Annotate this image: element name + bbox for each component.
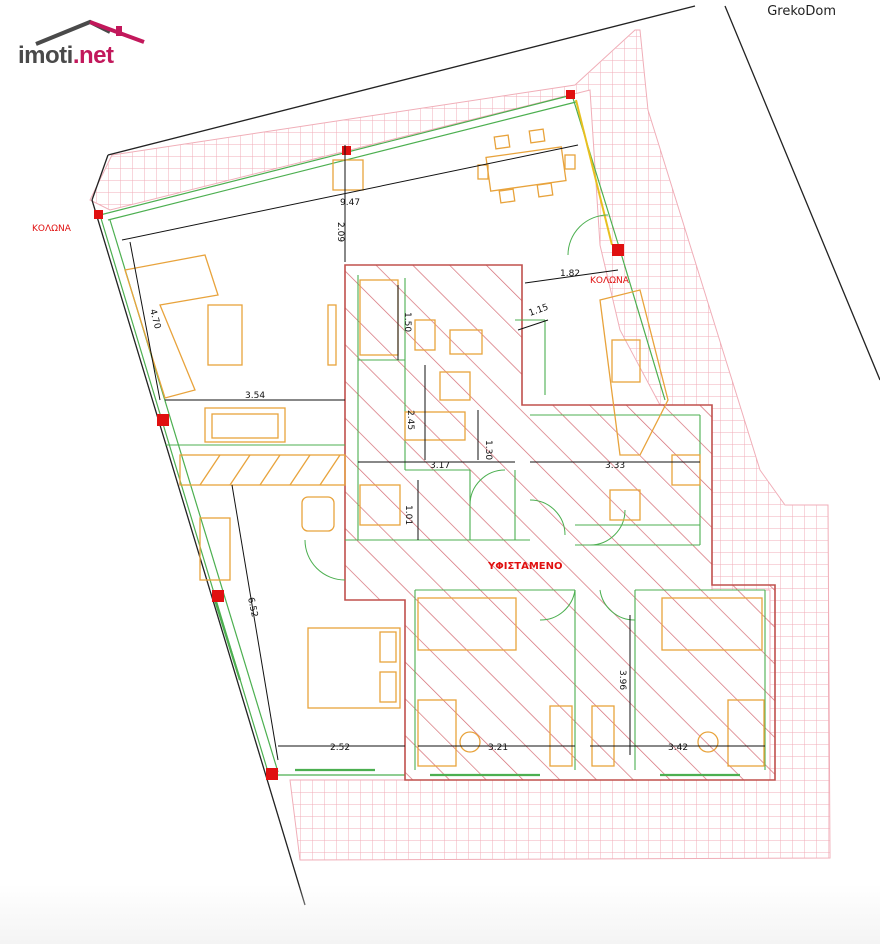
column-label-left: ΚΟΛΩΝΑ xyxy=(32,224,72,234)
glass-door xyxy=(575,99,613,246)
dim-1-82: 1.82 xyxy=(560,269,580,279)
dim-2-45: 2.45 xyxy=(405,410,415,430)
dim-9-47: 9.47 xyxy=(340,198,360,208)
existing-label: ΥΦΙΣΤΑΜΕΝΟ xyxy=(487,561,563,572)
existing-building xyxy=(344,264,776,781)
columns xyxy=(94,90,624,780)
dim-3-96: 3.96 xyxy=(617,670,627,690)
dim-6-52: 6.52 xyxy=(245,597,259,619)
dim-1-01: 1.01 xyxy=(403,505,413,525)
dim-1-50: 1.50 xyxy=(402,312,412,332)
logo-name: imoti xyxy=(18,42,73,69)
dim-3-54: 3.54 xyxy=(245,391,265,401)
bottom-fade xyxy=(0,884,880,944)
dim-3-33: 3.33 xyxy=(605,461,625,471)
interior-partitions xyxy=(165,275,766,770)
dim-3-17: 3.17 xyxy=(430,461,450,471)
dim-2-09: 2.09 xyxy=(335,222,345,242)
brand-watermark: GrekoDom xyxy=(767,4,836,19)
dim-2-52: 2.52 xyxy=(330,743,350,753)
dim-4-70: 4.70 xyxy=(147,308,162,330)
furniture xyxy=(124,128,765,767)
windows xyxy=(213,599,740,777)
dimension-lines xyxy=(121,144,765,761)
house-roof-icon xyxy=(35,19,145,46)
logo-tld: .net xyxy=(72,42,114,69)
dim-1-30: 1.30 xyxy=(483,440,493,460)
dim-1-15: 1.15 xyxy=(528,303,550,319)
dim-3-42: 3.42 xyxy=(668,743,688,753)
dim-3-21: 3.21 xyxy=(488,743,508,753)
column-label-right: ΚΟΛΩΝΑ xyxy=(590,276,630,286)
imoti-logo[interactable]: imoti.net xyxy=(18,18,158,74)
logo-text: imoti.net xyxy=(18,42,114,70)
site-boundary xyxy=(91,5,880,906)
